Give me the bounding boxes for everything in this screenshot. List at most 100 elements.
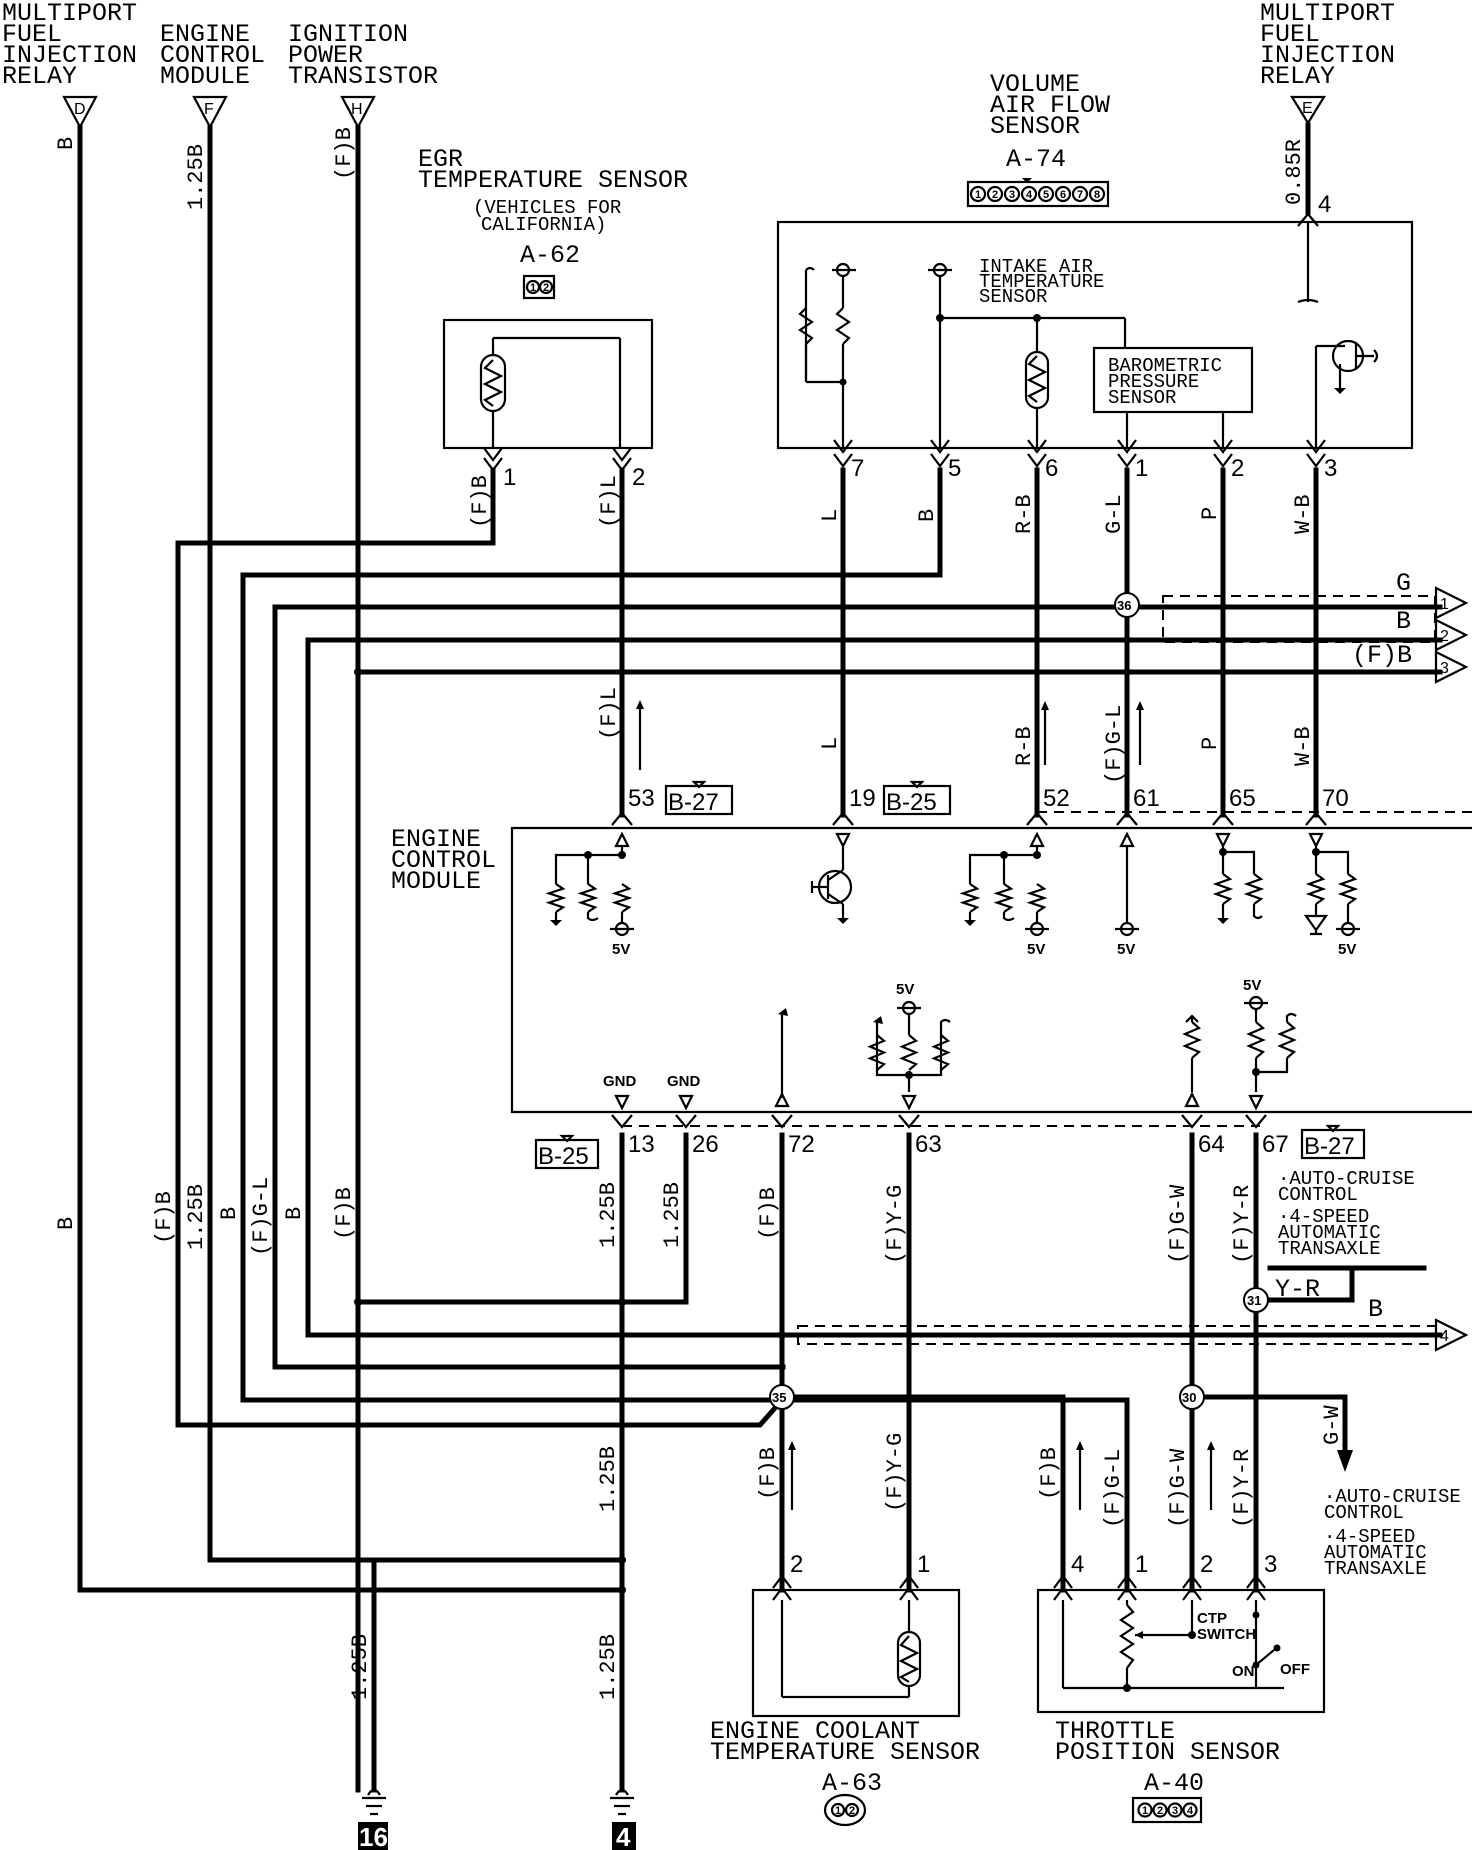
pin-ecm-13: 13: [628, 1131, 655, 1158]
ecm-header-label: ENGINE CONTROL MODULE: [160, 20, 265, 91]
svg-text:2: 2: [1440, 628, 1449, 645]
svg-text:BAROMETRIC: BAROMETRIC: [1108, 355, 1222, 377]
baro-sensor-box: [1092, 346, 1254, 414]
terminal-h[interactable]: H: [340, 95, 376, 130]
wire-label-ecm-13: 1.25B: [596, 1182, 621, 1248]
wire-label-ecm-61: (F)G-L: [1102, 705, 1127, 784]
svg-text:INJECTION: INJECTION: [2, 41, 137, 70]
transistor-icon: [1314, 339, 1379, 448]
svg-text:TRANSAXLE: TRANSAXLE: [1278, 1238, 1381, 1260]
pin-egr-2: 2: [632, 464, 645, 491]
egr-sensor-box: [442, 318, 654, 450]
svg-text:AUTOMATIC: AUTOMATIC: [1324, 1542, 1427, 1564]
connector-pin: [986, 185, 1004, 203]
ctp-switch-label: CTP SWITCH ON OFF: [1197, 1610, 1310, 1680]
potentiometer-icon: [1061, 1600, 1284, 1692]
pin-vaf-1: 1: [1135, 455, 1148, 482]
pin-ecm-53: 53: [628, 785, 655, 812]
wire-label-left-b3: B: [282, 1207, 307, 1220]
svg-text:B-27: B-27: [1304, 1133, 1355, 1160]
off-page-connector-4[interactable]: 4: [1434, 1318, 1469, 1352]
wire-label-ecm-63: (F)Y-G: [883, 1185, 908, 1264]
bus-label-b: B: [1396, 607, 1411, 636]
svg-text:IGNITION: IGNITION: [288, 20, 408, 49]
svg-text:SENSOR: SENSOR: [1108, 387, 1176, 409]
ground-point-16[interactable]: 16: [358, 1822, 388, 1850]
svg-text:B-25: B-25: [886, 789, 937, 816]
pin-ect-2: 2: [790, 1551, 803, 1578]
pin-vaf-2: 2: [1231, 455, 1244, 482]
svg-text:16: 16: [359, 1822, 388, 1850]
pin-ecm-61: 61: [1133, 785, 1160, 812]
svg-text:ON: ON: [1232, 1663, 1255, 1680]
terminal-e[interactable]: E: [1290, 95, 1326, 126]
wire-bus-b: [305, 637, 1443, 1338]
ect-thermistor-icon: [780, 1600, 922, 1699]
svg-text:A-62: A-62: [520, 241, 580, 270]
svg-text:CONTROL: CONTROL: [160, 41, 265, 70]
svg-text:31: 31: [1247, 1293, 1261, 1308]
pin-vaf-5: 5: [948, 455, 961, 482]
ctp-switch-icon[interactable]: [1252, 1600, 1281, 1688]
svg-text:4: 4: [616, 1822, 631, 1850]
wire-label-ecm-26: 1.25B: [660, 1182, 685, 1248]
svg-text:A-40: A-40: [1144, 1769, 1204, 1798]
wire-label-left-125b: 1.25B: [184, 1184, 209, 1250]
wire-gw-branch: [1189, 1394, 1348, 1453]
terminal-d[interactable]: D: [62, 95, 98, 130]
option-note-upper: ·AUTO-CRUISE CONTROL ·4-SPEED AUTOMATIC …: [1278, 1168, 1415, 1260]
mfi-relay-right-label: MULTIPORT FUEL INJECTION RELAY: [1260, 0, 1395, 91]
wire-label-ecm-53: (F)L: [597, 687, 622, 740]
wire-label-vaf-3: W-B: [1291, 494, 1316, 534]
wire-label-ecm-65: P: [1198, 737, 1223, 750]
svg-text:FUEL: FUEL: [1260, 20, 1320, 49]
svg-text:OFF: OFF: [1280, 1661, 1310, 1678]
wire-label-vaf-6: R-B: [1012, 494, 1037, 534]
svg-text:H: H: [351, 101, 363, 118]
svg-text:1: 1: [835, 1805, 841, 1817]
svg-text:EGR: EGR: [418, 145, 463, 174]
svg-text:INJECTION: INJECTION: [1260, 41, 1395, 70]
svg-text:3: 3: [1440, 660, 1449, 677]
ect-sensor-label: ENGINE COOLANT TEMPERATURE SENSOR A-63: [710, 1717, 980, 1798]
wire-egr-1: [175, 467, 786, 1428]
svg-text:35: 35: [772, 1390, 786, 1405]
wire-label-ecm-19: L: [818, 737, 843, 750]
pin-vaf-3: 3: [1324, 455, 1337, 482]
svg-text:5V: 5V: [1243, 977, 1261, 994]
svg-text:2: 2: [849, 1805, 855, 1817]
svg-text:4: 4: [1026, 189, 1033, 201]
connector-a40-icon: 1 2 3 4: [1131, 1796, 1203, 1824]
off-page-connector-3[interactable]: 3: [1434, 650, 1469, 684]
svg-text:GND: GND: [603, 1073, 637, 1090]
svg-text:8: 8: [1094, 189, 1100, 201]
wire-label-ecm-64: (F)G-W: [1166, 1184, 1191, 1264]
svg-text:1: 1: [1440, 596, 1449, 613]
pin-ecm-26: 26: [692, 1131, 719, 1158]
ground-point-4[interactable]: 4: [612, 1822, 636, 1850]
svg-text:6: 6: [1060, 189, 1066, 201]
wire-label-mid-125b: 1.25B: [596, 1446, 621, 1512]
pin-tps-4: 4: [1071, 1551, 1084, 1578]
wire-vaf-5: [240, 467, 1130, 1593]
svg-text:POWER: POWER: [288, 41, 363, 70]
off-page-connector-1[interactable]: 1: [1434, 586, 1469, 620]
ect-sensor-box: [751, 1588, 961, 1718]
off-page-connector-2[interactable]: 2: [1434, 618, 1469, 652]
svg-text:5V: 5V: [1027, 941, 1045, 958]
svg-text:PRESSURE: PRESSURE: [1108, 371, 1199, 393]
bus-label-4: B: [1368, 1295, 1383, 1324]
ecm-main-label: ENGINE CONTROL MODULE: [391, 825, 496, 896]
wire-label-left-fb2: (F)B: [332, 1187, 357, 1240]
svg-text:TEMPERATURE: TEMPERATURE: [979, 271, 1104, 293]
wire-label-gw-branch: G-W: [1320, 1405, 1345, 1445]
terminal-f[interactable]: F: [192, 95, 228, 130]
tps-box: [1036, 1588, 1326, 1714]
svg-text:·4-SPEED: ·4-SPEED: [1324, 1526, 1415, 1548]
svg-text:F: F: [204, 101, 214, 118]
wire-label-tps-3: (F)Y-R: [1230, 1449, 1255, 1528]
pin-tps-1: 1: [1135, 1551, 1148, 1578]
svg-text:SWITCH: SWITCH: [1197, 1626, 1256, 1643]
svg-text:INTAKE AIR: INTAKE AIR: [979, 256, 1093, 278]
